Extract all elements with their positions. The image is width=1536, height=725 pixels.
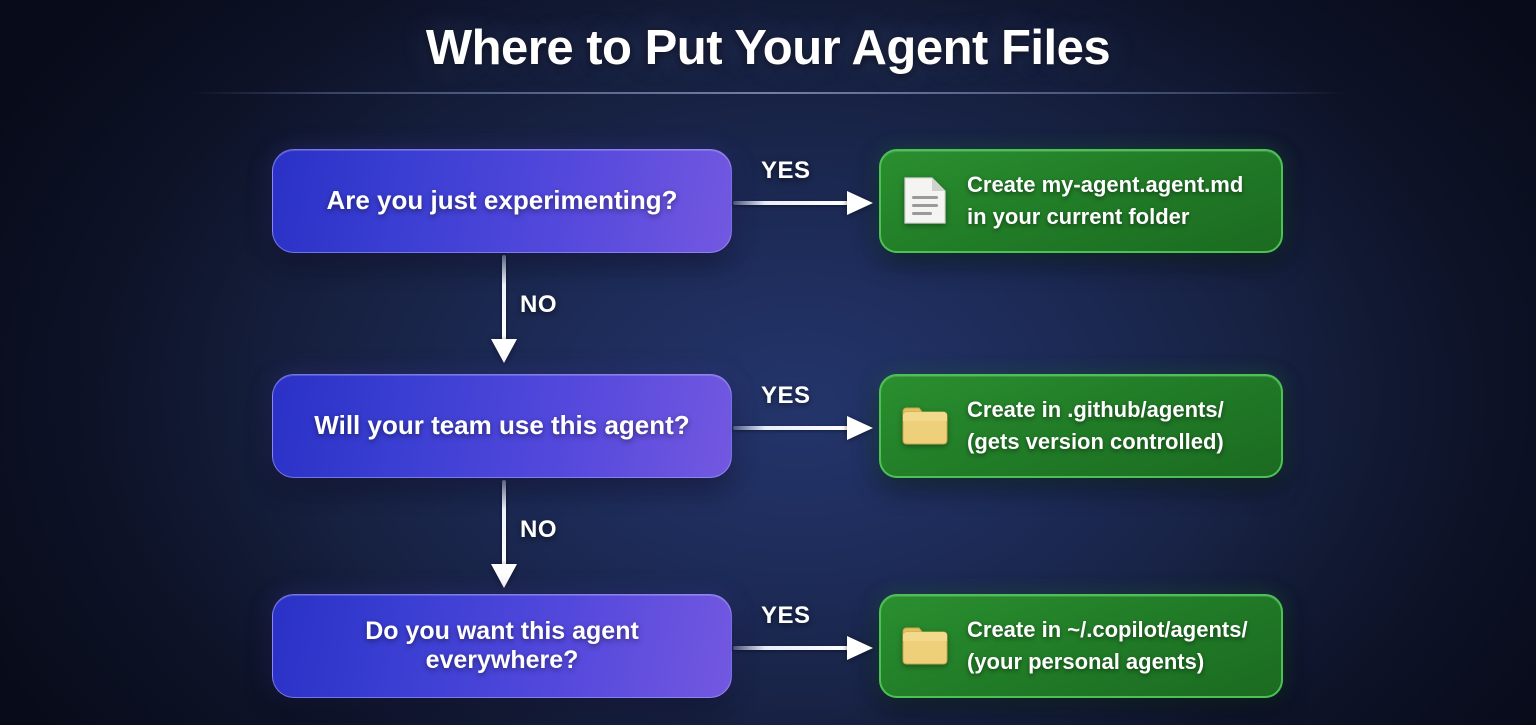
outcome-text: Create in .github/agents/ (gets version … xyxy=(967,397,1224,454)
outcome-text: Create my-agent.agent.md in your current… xyxy=(967,172,1244,229)
decision-label: Are you just experimenting? xyxy=(326,185,678,216)
outcome-box-copilot-agents[interactable]: Create in ~/.copilot/agents/ (your perso… xyxy=(879,594,1283,698)
arrow-shaft xyxy=(502,255,506,341)
header-divider xyxy=(190,92,1346,94)
arrow-yes-2: YES xyxy=(733,382,879,440)
arrow-shaft xyxy=(733,646,849,650)
arrow-yes-1: YES xyxy=(733,157,879,215)
arrow-yes-3: YES xyxy=(733,602,879,660)
outcome-text: Create in ~/.copilot/agents/ (your perso… xyxy=(967,617,1248,674)
arrow-shaft xyxy=(733,201,849,205)
page-title: Where to Put Your Agent Files xyxy=(425,21,1111,75)
branch-label-no: NO xyxy=(520,516,557,543)
folder-icon xyxy=(899,400,951,452)
folder-icon xyxy=(899,620,951,672)
arrow-head-icon xyxy=(491,339,517,363)
document-icon xyxy=(899,175,951,227)
branch-label-yes: YES xyxy=(761,157,811,184)
decision-label: Do you want this agent everywhere? xyxy=(365,617,639,674)
arrow-shaft xyxy=(502,480,506,566)
arrow-no-1: NO xyxy=(491,255,557,363)
arrow-no-2: NO xyxy=(491,480,557,588)
branch-label-yes: YES xyxy=(761,382,811,409)
arrow-head-icon xyxy=(847,416,873,440)
outcome-box-github-agents[interactable]: Create in .github/agents/ (gets version … xyxy=(879,374,1283,478)
outcome-box-current-folder[interactable]: Create my-agent.agent.md in your current… xyxy=(879,149,1283,253)
branch-label-no: NO xyxy=(520,291,557,318)
decision-label: Will your team use this agent? xyxy=(314,410,690,441)
arrow-head-icon xyxy=(847,191,873,215)
decision-box-experimenting[interactable]: Are you just experimenting? xyxy=(272,149,732,253)
arrow-shaft xyxy=(733,426,849,430)
decision-box-team-use[interactable]: Will your team use this agent? xyxy=(272,374,732,478)
arrow-head-icon xyxy=(491,564,517,588)
arrow-head-icon xyxy=(847,636,873,660)
branch-label-yes: YES xyxy=(761,602,811,629)
decision-box-everywhere[interactable]: Do you want this agent everywhere? xyxy=(272,594,732,698)
